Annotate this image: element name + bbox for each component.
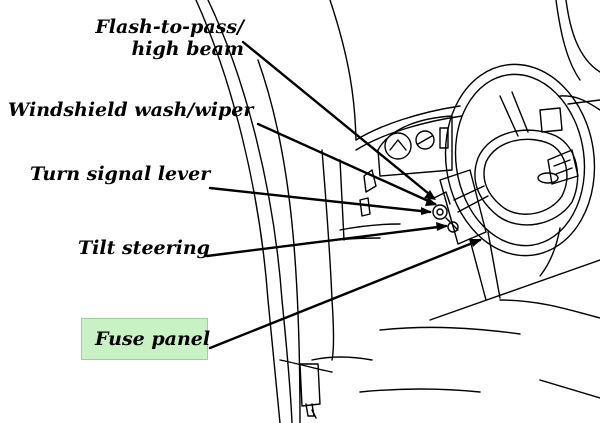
tilt-steering-label: Tilt steering <box>78 237 210 259</box>
kick-panel <box>299 363 321 419</box>
fuse-panel-highlight <box>81 318 208 360</box>
dashboard <box>279 105 600 399</box>
leader-lines <box>205 40 482 350</box>
windshield-wash-label: Windshield wash/wiper <box>8 99 254 121</box>
a-pillar <box>195 0 301 423</box>
right-dash-panel <box>539 99 600 185</box>
flash-to-pass-line1: Flash-to-pass/ <box>95 16 244 38</box>
leader-arrowheads <box>421 190 482 247</box>
windshield-frame <box>329 0 600 141</box>
fuse-panel-label: Fuse panel <box>95 328 211 350</box>
flash-to-pass-label: Flash-to-pass/ high beam <box>95 16 244 60</box>
instrument-cluster <box>359 115 453 217</box>
flash-to-pass-line2: high beam <box>131 38 244 60</box>
steering-wheel <box>444 63 596 277</box>
turn-signal-label: Turn signal lever <box>30 163 211 185</box>
steering-column <box>432 169 501 301</box>
